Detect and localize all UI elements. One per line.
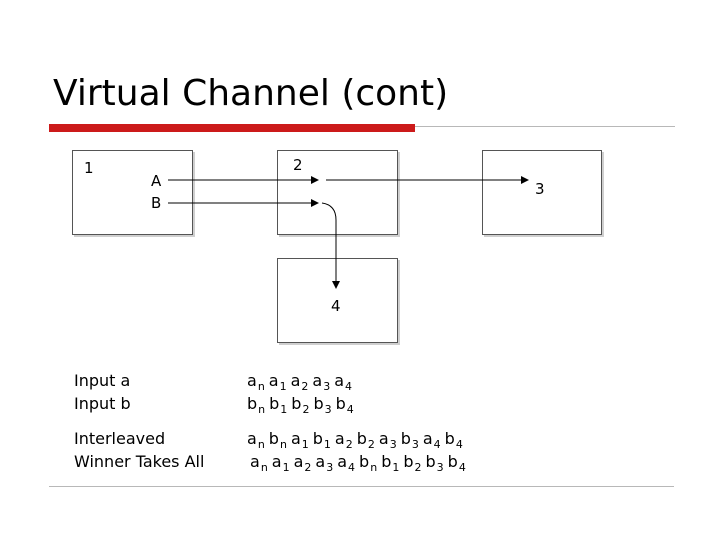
sequence-term: b3 bbox=[425, 452, 444, 474]
input-b-label: B bbox=[151, 194, 162, 212]
sequence-term: a1 bbox=[268, 371, 287, 393]
node-4-box bbox=[277, 258, 398, 343]
sequence-term: a2 bbox=[334, 429, 353, 451]
sequence-term: bn bbox=[268, 429, 287, 451]
node-4-label: 4 bbox=[331, 297, 341, 315]
sequence-term: b1 bbox=[381, 452, 400, 474]
sequence-term: b4 bbox=[447, 452, 466, 474]
sequence-term: a1 bbox=[290, 429, 309, 451]
sequence-term: a4 bbox=[422, 429, 441, 451]
title-accent-bar bbox=[49, 124, 415, 132]
row-input-b-label: Input b bbox=[74, 394, 131, 413]
sequence-term: a3 bbox=[312, 371, 331, 393]
sequence-term: a2 bbox=[290, 371, 309, 393]
sequence-term: b3 bbox=[400, 429, 419, 451]
bottom-divider-line bbox=[49, 486, 674, 487]
arrow-2-to-4 bbox=[321, 202, 340, 289]
sequence-term: an bbox=[247, 371, 265, 393]
node-3-box bbox=[482, 150, 602, 235]
sequence-term: a1 bbox=[271, 452, 290, 474]
sequence-term: bn bbox=[247, 394, 266, 416]
slide-title: Virtual Channel (cont) bbox=[53, 73, 449, 114]
row-interleaved-label: Interleaved bbox=[74, 429, 166, 448]
sequence-term: a4 bbox=[334, 371, 353, 393]
sequence-term: an bbox=[250, 452, 268, 474]
sequence-term: b4 bbox=[335, 394, 354, 416]
sequence-term: b4 bbox=[444, 429, 463, 451]
node-2-label: 2 bbox=[293, 156, 303, 174]
sequence-term: an bbox=[247, 429, 265, 451]
node-3-label: 3 bbox=[535, 180, 545, 198]
sequence-term: a3 bbox=[378, 429, 397, 451]
sequence-term: b2 bbox=[356, 429, 375, 451]
sequence-term: b3 bbox=[313, 394, 332, 416]
sequence-term: a4 bbox=[337, 452, 356, 474]
sequence-term: b1 bbox=[269, 394, 288, 416]
row-winner-takes-all-label: Winner Takes All bbox=[74, 452, 205, 471]
node-2-box bbox=[277, 150, 398, 235]
row-input-a-label: Input a bbox=[74, 371, 131, 390]
sequence-term: b2 bbox=[403, 452, 422, 474]
input-a-label: A bbox=[151, 172, 162, 190]
sequence-term: a3 bbox=[315, 452, 334, 474]
sequence-term: b1 bbox=[312, 429, 331, 451]
sequence-term: b2 bbox=[291, 394, 310, 416]
sequence-term: a2 bbox=[293, 452, 312, 474]
title-divider-line bbox=[415, 126, 675, 127]
node-1-box bbox=[72, 150, 193, 235]
sequence-term: bn bbox=[359, 452, 378, 474]
node-1-label: 1 bbox=[84, 159, 94, 177]
